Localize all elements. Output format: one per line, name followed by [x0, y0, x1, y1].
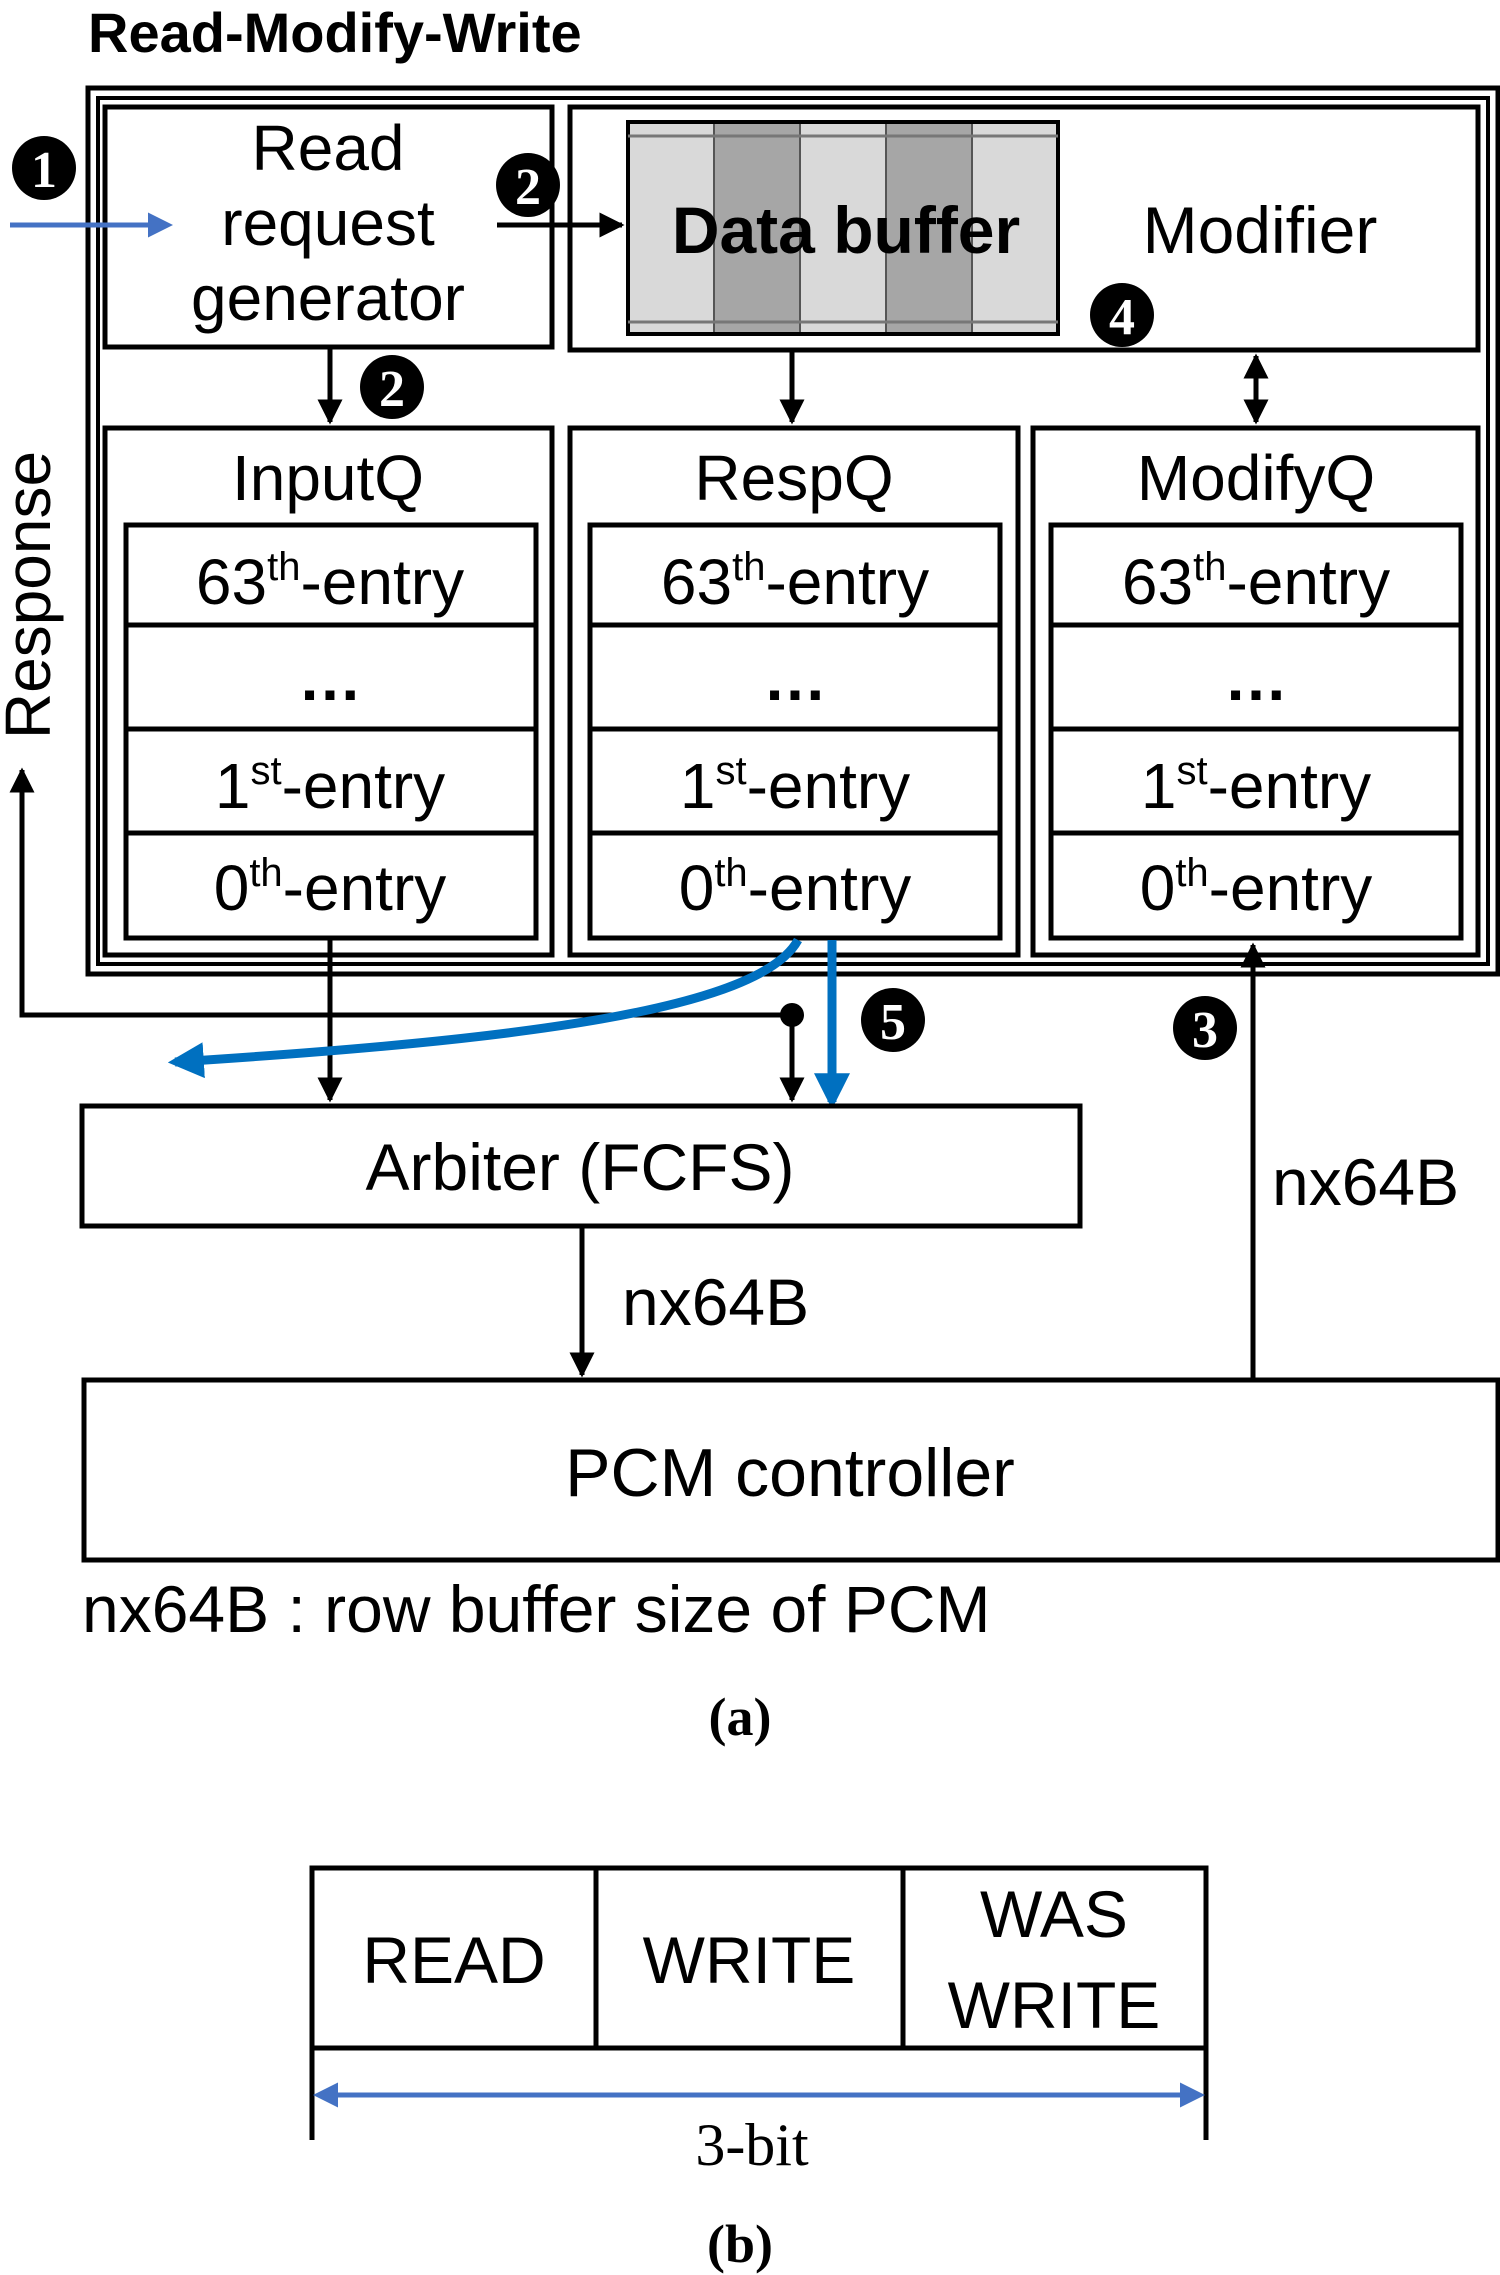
caption-b: (b) [707, 2214, 773, 2274]
svg-text:5: 5 [880, 994, 906, 1051]
data-buffer-label: Data buffer [672, 193, 1020, 267]
data-buffer: Data buffer [626, 120, 1060, 336]
badge-4: 4 [1090, 283, 1154, 347]
svg-text:3: 3 [1192, 1002, 1218, 1059]
svg-text:2: 2 [379, 361, 405, 418]
bit-field-was-write-1: WAS [980, 1877, 1128, 1951]
inputq-entry-63: 63th-entry [196, 545, 464, 618]
read-gen-line-1: Read [252, 112, 405, 184]
pcm-label: PCM controller [565, 1435, 1015, 1511]
rmw-inner-frame [96, 96, 1490, 966]
badge-1: 1 [12, 136, 76, 200]
blue-curve-arrow [167, 937, 802, 1079]
bit-field-read: READ [362, 1923, 545, 1997]
respq-title: RespQ [694, 442, 893, 514]
inputq: InputQ 63th-entry … 1st-entry 0th-entry [102, 425, 555, 958]
read-gen-line-3: generator [191, 262, 465, 334]
badge-2-top: 2 [496, 153, 560, 217]
svg-text:1: 1 [31, 142, 57, 199]
bit-field-was-write-2: WRITE [948, 1968, 1161, 2042]
modifier-block: Data buffer Modifier [567, 104, 1481, 353]
bit-field-write: WRITE [643, 1923, 856, 1997]
modifyq-title: ModifyQ [1137, 442, 1375, 514]
bus-width-down: nx64B [622, 1265, 809, 1339]
modifyq: ModifyQ 63th-entry … 1st-entry 0th-entry [1030, 425, 1481, 958]
svg-text:4: 4 [1109, 289, 1135, 346]
arbiter: Arbiter (FCFS) [79, 1103, 1083, 1229]
respq-entry-1: 1st-entry [680, 749, 910, 822]
respq-entry-63: 63th-entry [661, 545, 929, 618]
diagram-title: Read-Modify-Write [88, 1, 582, 64]
modifier-label: Modifier [1143, 193, 1378, 267]
width-label: 3-bit [695, 2112, 809, 2178]
inputq-entry-1: 1st-entry [215, 749, 445, 822]
modifyq-ellipsis: … [1224, 642, 1288, 714]
modifyq-entry-0: 0th-entry [1140, 851, 1373, 924]
badge-5: 5 [861, 988, 925, 1052]
inputq-ellipsis: … [298, 642, 362, 714]
response-label: Response [0, 451, 64, 739]
modifyq-entry-63: 63th-entry [1122, 545, 1390, 618]
svg-text:2: 2 [515, 159, 541, 216]
caption-a: (a) [709, 1687, 772, 1747]
rmw-outer-frame [85, 85, 1500, 977]
read-gen-line-2: request [221, 187, 435, 259]
badge-3: 3 [1173, 996, 1237, 1060]
response-path [9, 767, 792, 1018]
respq-ellipsis: … [763, 642, 827, 714]
respq: RespQ 63th-entry … 1st-entry 0th-entry [567, 425, 1021, 958]
arbiter-label: Arbiter (FCFS) [366, 1130, 795, 1204]
respq-entry-0: 0th-entry [679, 851, 912, 924]
inputq-title: InputQ [232, 442, 424, 514]
modifyq-entry-1: 1st-entry [1141, 749, 1371, 822]
bus-width-right: nx64B [1272, 1145, 1459, 1219]
note-row-buffer: nx64B : row buffer size of PCM [82, 1572, 991, 1646]
badge-2-bottom: 2 [360, 355, 424, 419]
bit-field-diagram: READ WRITE WAS WRITE [309, 1865, 1209, 2051]
pcm-controller: PCM controller [81, 1377, 1500, 1563]
inputq-entry-0: 0th-entry [214, 851, 447, 924]
read-request-generator: Read request generator [102, 104, 555, 350]
